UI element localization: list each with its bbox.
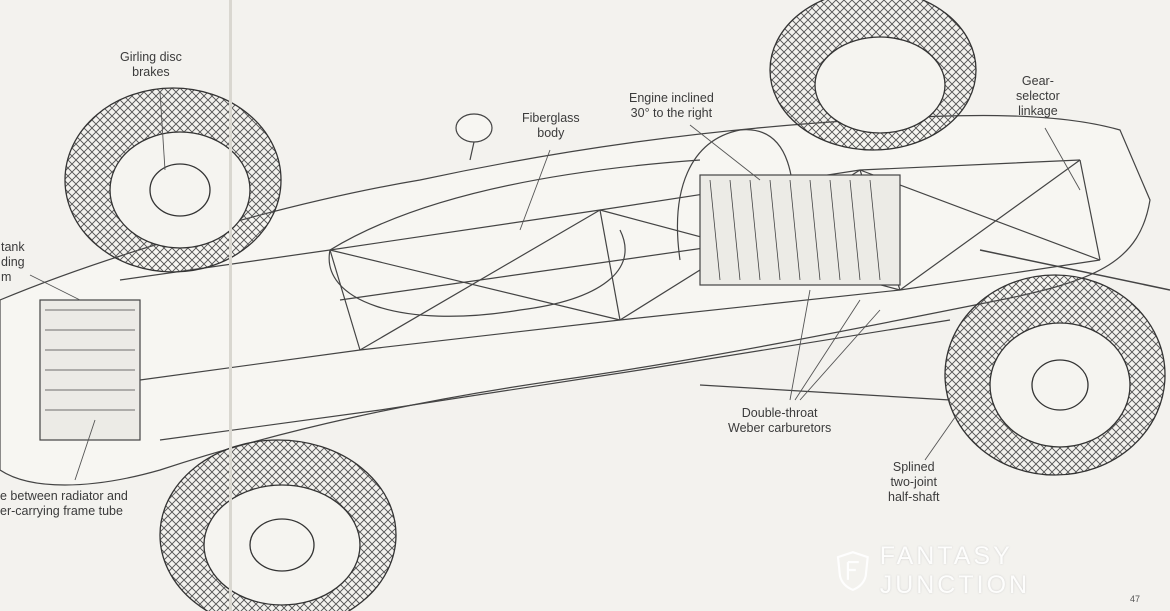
wheel-rear-left bbox=[769, 0, 977, 151]
wheel-front-right bbox=[159, 439, 397, 611]
watermark: FANTASY JUNCTION bbox=[836, 542, 1170, 599]
page-number: 47 bbox=[1129, 594, 1140, 604]
wheel-rear-right bbox=[944, 274, 1166, 476]
book-gutter bbox=[229, 0, 232, 611]
watermark-text: FANTASY JUNCTION bbox=[879, 542, 1031, 599]
wheel-front-left bbox=[64, 87, 282, 273]
shield-logo-icon bbox=[836, 551, 869, 591]
